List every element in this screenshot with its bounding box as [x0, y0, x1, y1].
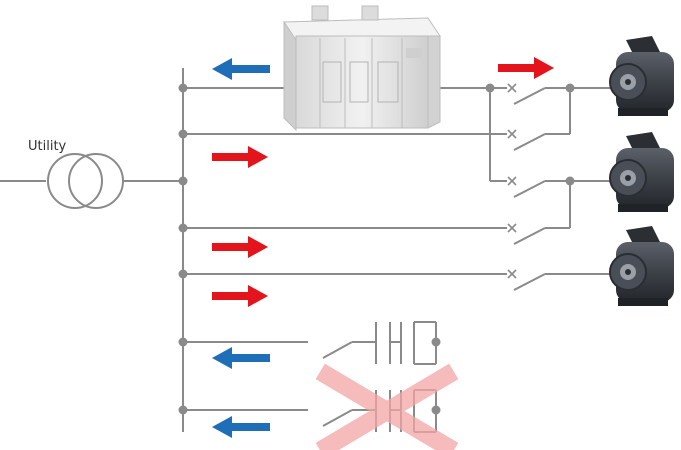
transformer-symbol-icon — [0, 153, 183, 209]
capacitor-branch-1 — [183, 321, 441, 365]
induction-motor-icon — [609, 36, 674, 116]
induction-motor-icon — [609, 226, 674, 306]
arrow-left-blue-2 — [212, 347, 270, 369]
utility-label: Utility — [28, 139, 67, 154]
forbidden-x-icon — [315, 363, 459, 450]
direct-motor-3 — [183, 269, 612, 291]
arrow-right-red-1 — [212, 146, 268, 168]
arrow-right-red-3 — [212, 285, 268, 307]
arrow-right-red-2 — [212, 236, 268, 258]
induction-motor-icon — [609, 132, 674, 212]
arrow-right-red-drive-out — [498, 57, 554, 79]
bypass-motor-2 — [183, 223, 570, 245]
bus-taps — [178, 83, 188, 415]
drive-branch — [183, 83, 615, 181]
medium-voltage-drive-cabinet-icon — [283, 5, 441, 132]
drive-to-motor-2 — [490, 176, 612, 228]
arrow-left-blue-1 — [212, 58, 270, 80]
arrow-left-blue-3 — [212, 416, 270, 438]
bypass-motor-1 — [183, 129, 570, 151]
